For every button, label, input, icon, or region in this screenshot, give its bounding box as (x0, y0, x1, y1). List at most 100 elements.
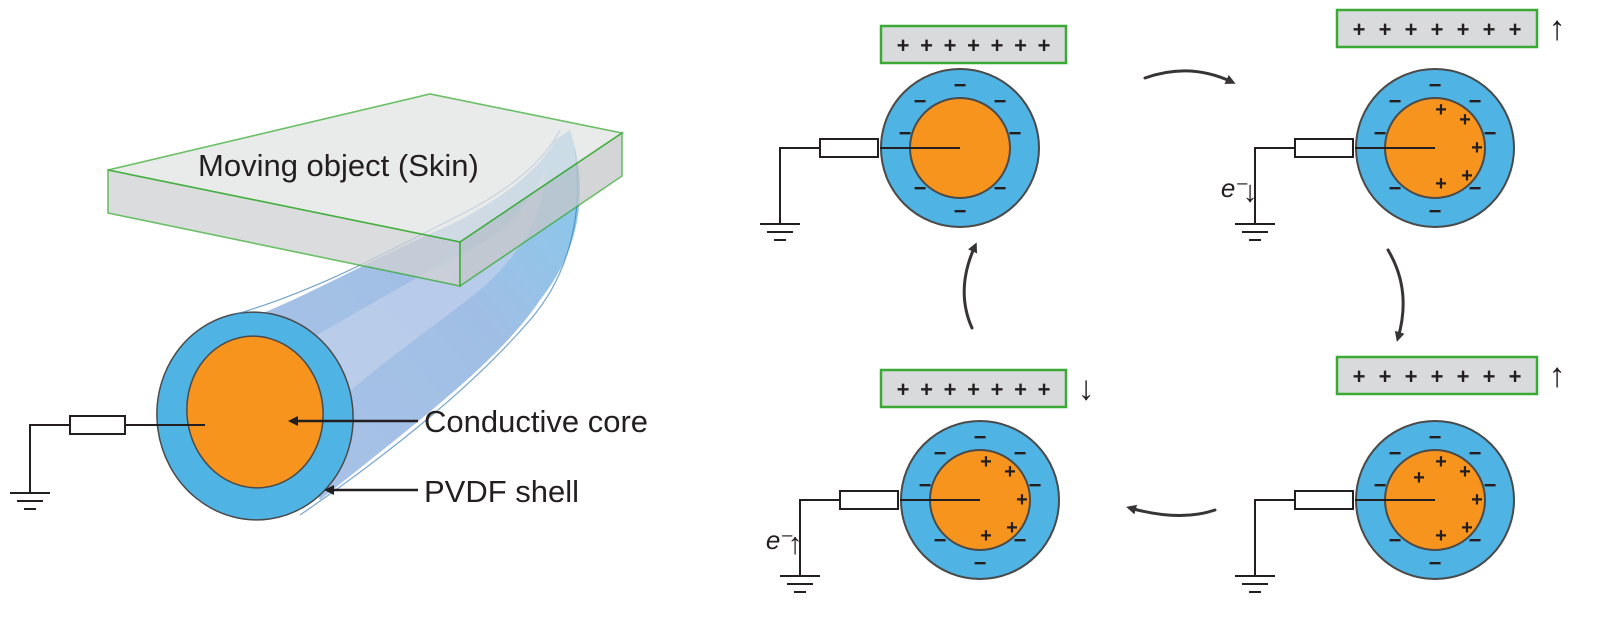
object-charge-plus: + (920, 33, 933, 58)
shell-charge-minus: − (954, 73, 967, 98)
object-charge-plus: + (1431, 364, 1444, 389)
resistor (1294, 138, 1354, 158)
object-charge-plus: + (944, 377, 957, 402)
object-charge-plus: + (1457, 17, 1470, 42)
panel-contact: +++++++−−−−−−−− (760, 24, 1068, 241)
object-charge-plus: + (1483, 364, 1496, 389)
object-charge-plus: + (920, 377, 933, 402)
fiber-illustration: Moving object (Skin) Conductive core PVD… (10, 93, 648, 521)
shell-charge-minus: − (914, 176, 927, 201)
shell-charge-minus: − (1014, 528, 1027, 553)
shell-charge-minus: − (974, 425, 987, 450)
object-slab (879, 24, 1068, 65)
core-charge-plus: + (980, 451, 992, 473)
object-charge-plus: + (1379, 17, 1392, 42)
shell-charge-minus: − (934, 441, 947, 466)
object-charge-plus: + (1509, 364, 1522, 389)
shell-charge-minus: − (994, 89, 1007, 114)
core-charge-plus: + (1435, 451, 1447, 473)
object-slab (879, 368, 1068, 409)
shell-charge-minus: − (1374, 121, 1387, 146)
cycle-arrow-2 (1386, 248, 1405, 342)
object-charge-plus: + (1038, 33, 1051, 58)
core-charge-plus: + (1471, 489, 1483, 511)
resistor (1294, 490, 1354, 510)
core-charge-plus: + (1435, 99, 1447, 121)
object-charge-plus: + (1405, 364, 1418, 389)
resistor (839, 490, 899, 510)
core-charge-plus: + (1006, 517, 1018, 539)
object-charge-plus: + (991, 377, 1004, 402)
core-charge-plus: + (1459, 461, 1471, 483)
moving-object-slab (107, 93, 625, 288)
ground-wire (1254, 147, 1295, 223)
motion-arrow-down-icon: ↓ (1078, 370, 1095, 408)
core-charge-plus: + (1471, 137, 1483, 159)
core-charge-plus: + (1016, 489, 1028, 511)
object-charge-plus: + (1353, 364, 1366, 389)
fiber-outline-lower (299, 149, 579, 516)
shell-charge-minus: − (1429, 425, 1442, 450)
shell-charge-minus: − (1389, 528, 1402, 553)
shell-charge-minus: − (1429, 199, 1442, 224)
fiber-core-front (186, 335, 324, 489)
cycle-arrow-1 (1143, 69, 1236, 84)
object-charge-plus: + (991, 33, 1004, 58)
object-charge-plus: + (1038, 377, 1051, 402)
object-charge-plus: + (1014, 377, 1027, 402)
core-charge-plus: + (980, 525, 992, 547)
shell-charge-minus: − (954, 199, 967, 224)
object-charge-plus: + (1483, 17, 1496, 42)
shell-charge-minus: − (1469, 176, 1482, 201)
shell-charge-minus: − (1429, 73, 1442, 98)
shell-charge-minus: − (1469, 441, 1482, 466)
ground-wire (1254, 499, 1295, 575)
panel-approaching: +++++++↓−−−−−−−−+++++e⁻↑ (766, 368, 1095, 593)
panel-separated: +++++++↑−−−−−−−−++++++ (1235, 355, 1566, 593)
core-charge-plus: + (1435, 173, 1447, 195)
resistor (819, 138, 879, 158)
object-slab (1335, 355, 1539, 396)
core-label: Conductive core (424, 404, 648, 439)
object-charge-plus: + (1509, 17, 1522, 42)
shell-charge-minus: − (1469, 89, 1482, 114)
shell-charge-minus: − (1484, 473, 1497, 498)
electron-label: e⁻ (766, 525, 794, 555)
object-charge-plus: + (1431, 17, 1444, 42)
shell-charge-minus: − (1389, 89, 1402, 114)
left-circuit (10, 415, 205, 510)
shell-charge-minus: − (1014, 441, 1027, 466)
shell-charge-minus: − (934, 528, 947, 553)
object-charge-plus: + (1353, 17, 1366, 42)
electron-label: e⁻ (1221, 173, 1249, 203)
motion-arrow-up-icon: ↑ (1549, 10, 1566, 48)
cycle-arrow-4 (962, 242, 978, 330)
object-charge-plus: + (944, 33, 957, 58)
electron-flow-up-icon: ↑ (788, 528, 803, 561)
fiber-core-channel (300, 170, 545, 410)
object-charge-plus: + (1014, 33, 1027, 58)
shell-charge-minus: − (1429, 551, 1442, 576)
electron-flow-down-icon: ↓ (1243, 176, 1258, 209)
shell-charge-minus: − (1389, 176, 1402, 201)
object-charge-plus: + (967, 33, 980, 58)
core-charge-plus: + (1435, 525, 1447, 547)
shell-charge-minus: − (1389, 441, 1402, 466)
core-charge-plus: + (1461, 165, 1473, 187)
object-charge-plus: + (897, 33, 910, 58)
object-charge-plus: + (1457, 364, 1470, 389)
object-charge-plus: + (897, 377, 910, 402)
shell-charge-minus: − (974, 551, 987, 576)
cycle-panels: +++++++−−−−−−−−+++++++↑−−−−−−−−+++++e⁻↓+… (760, 8, 1566, 593)
shell-charge-minus: − (1484, 121, 1497, 146)
shell-label: PVDF shell (424, 474, 579, 509)
motion-arrow-up-icon: ↑ (1549, 357, 1566, 395)
panel-separating: +++++++↑−−−−−−−−+++++e⁻↓ (1221, 8, 1566, 241)
ground-wire (799, 499, 840, 575)
shell-charge-minus: − (994, 176, 1007, 201)
ground-wire (779, 147, 820, 223)
core-charge-plus: + (1004, 461, 1016, 483)
core-charge-plus: + (1461, 517, 1473, 539)
